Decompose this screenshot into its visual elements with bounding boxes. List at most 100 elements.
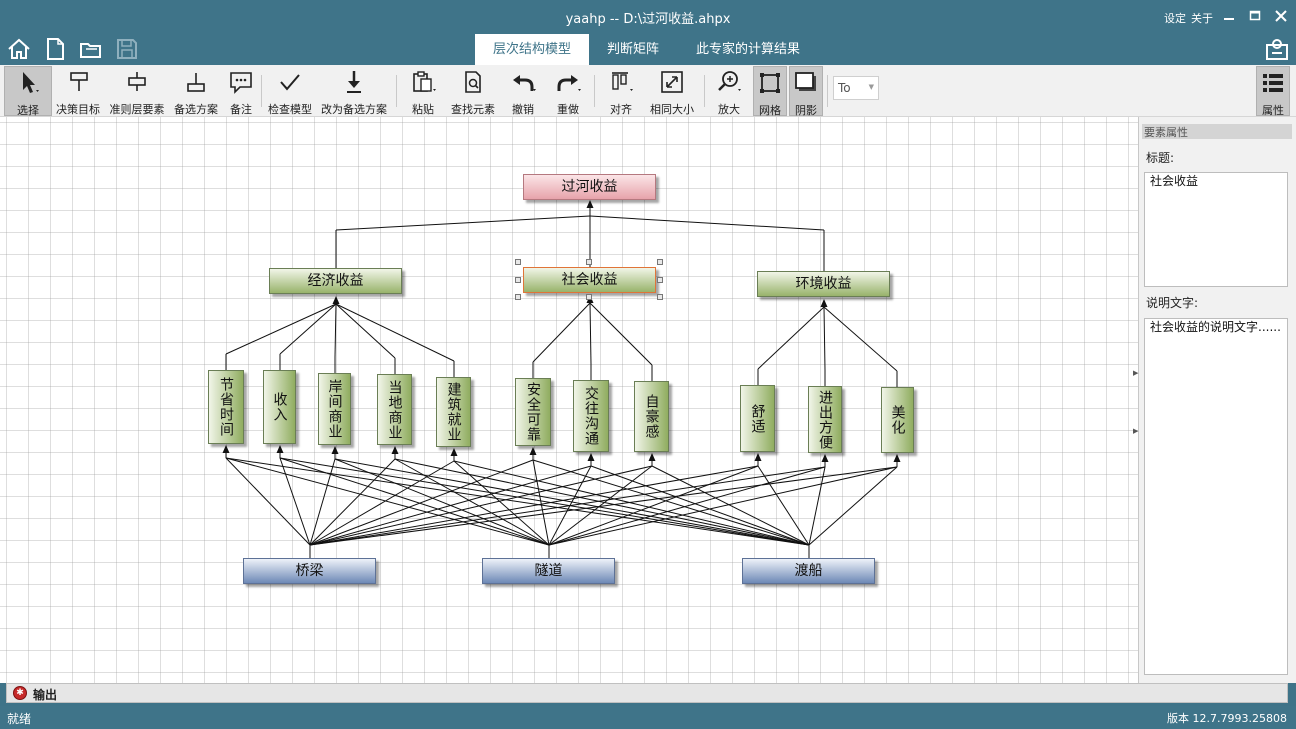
resize-handle[interactable] [657,259,663,265]
resize-handle[interactable] [586,294,592,300]
redo-button[interactable]: 重做 [548,66,588,116]
resize-handle[interactable] [515,259,521,265]
shadow-toggle-label: 阴影 [795,104,817,117]
undo-button[interactable]: 撤销 [503,66,543,116]
arrowhead [450,448,458,456]
nav-row: 层次结构模型 判断矩阵 此专家的计算结果 [0,32,1296,65]
save-button[interactable] [114,36,140,62]
output-bar[interactable]: ✱ 输出 [6,683,1288,703]
alternative-link [279,457,810,546]
subcriterion-node[interactable]: 收入 [263,370,296,444]
badge-icon [1266,39,1288,60]
tab-expert-results[interactable]: 此专家的计算结果 [695,42,800,57]
resize-handle[interactable] [586,259,592,265]
criteria-tool-button[interactable]: 准则层要素 [106,66,168,116]
alternative-link [309,459,534,546]
subcriterion-node[interactable]: 安全可靠 [515,378,551,446]
home-icon [8,38,30,59]
font-combo-value: To [838,81,851,95]
criterion-link [589,302,653,366]
alternative-link [309,465,759,546]
status-bar: 就绪 版本 12.7.7993.25808 [0,706,1296,729]
alternative-node[interactable]: 渡船 [742,558,875,584]
alternative-node[interactable]: 桥梁 [243,558,376,584]
subcriterion-node[interactable]: 建筑就业 [436,377,471,447]
arrowhead [276,445,284,453]
resize-handle[interactable] [515,294,521,300]
paste-button[interactable]: 粘贴 [401,66,445,116]
settings-link[interactable]: 设定 [1164,12,1186,25]
home-button[interactable] [6,36,32,62]
properties-icon [1263,74,1283,92]
convert-alternative-button[interactable]: 改为备选方案 [318,66,390,116]
subcriterion-node[interactable]: 交往沟通 [573,380,609,452]
tab-judgment-matrix[interactable]: 判断矩阵 [606,42,659,57]
subcriterion-node[interactable]: 进出方便 [808,386,842,453]
resize-handle[interactable] [657,294,663,300]
title-label: 标题: [1146,151,1175,165]
comment-icon [230,72,252,94]
alternative-link [532,459,810,546]
expand-arrow-icon[interactable]: ▶ [1133,427,1139,435]
subcriterion-node[interactable]: 美化 [881,387,914,453]
description-field[interactable]: 社会收益的说明文字...... [1144,318,1288,675]
alternative-link [651,465,810,546]
subcriterion-node[interactable]: 当地商业 [377,374,412,445]
criterion-node[interactable]: 环境收益 [757,271,890,297]
open-file-button[interactable] [78,36,104,62]
redo-icon [557,75,581,91]
goal-tool-button[interactable]: 决策目标 [54,66,102,116]
alternative-link [453,460,810,546]
toolbar-separator [704,75,705,107]
new-file-icon [47,38,64,60]
comment-tool-button[interactable]: 备注 [224,66,258,116]
minimize-button[interactable] [1219,6,1239,26]
zoom-in-label: 放大 [718,103,740,116]
model-canvas[interactable]: 过河收益 经济收益 社会收益 环境收益 节省时间 收入 岸间商业 当地商业 建筑… [0,117,1138,683]
find-element-button[interactable]: 查找元素 [448,66,498,116]
grid-toggle-button[interactable]: 网格 [753,66,787,117]
zoom-in-button[interactable]: 放大 [710,66,748,116]
alternative-link [548,465,759,546]
alternative-link [548,465,653,546]
criterion-node-selected[interactable]: 社会收益 [523,267,656,293]
criteria-icon [128,72,146,91]
close-button[interactable] [1271,6,1291,26]
same-size-button[interactable]: 相同大小 [646,66,698,116]
criterion-link [532,302,591,363]
resize-handle[interactable] [657,277,663,283]
alternative-link [279,457,550,546]
toolbar-separator [396,75,397,107]
check-model-button[interactable]: 检查模型 [265,66,315,116]
goal-node[interactable]: 过河收益 [523,174,656,200]
collapse-arrow-icon[interactable]: ▶ [1133,369,1139,377]
properties-toggle-button[interactable]: 属性 [1256,66,1290,117]
alternative-node[interactable]: 隧道 [482,558,615,584]
resize-handle[interactable] [515,277,521,283]
panel-header: 要素属性 [1142,124,1292,139]
tab-hierarchy-model[interactable]: 层次结构模型 [475,34,589,65]
goal-link [589,215,825,231]
toolbar: 选择 决策目标 准则层要素 备选方案 备注 检查模型 改为备选方案 粘贴 查找元… [0,65,1296,117]
criterion-node[interactable]: 经济收益 [269,268,402,294]
font-combo[interactable]: To ▼ [833,76,879,100]
alternative-tool-button[interactable]: 备选方案 [170,66,222,116]
shadow-toggle-button[interactable]: 阴影 [789,66,823,117]
goal-icon [70,72,88,91]
subcriterion-node[interactable]: 舒适 [740,385,775,452]
subcriterion-node[interactable]: 自豪感 [634,381,669,452]
subcriterion-node[interactable]: 节省时间 [208,370,244,444]
zoom-in-icon [718,71,741,91]
subcriterion-node[interactable]: 岸间商业 [318,373,351,445]
check-icon [280,74,300,91]
criterion-link [823,306,898,372]
account-button[interactable] [1264,36,1290,62]
select-tool-button[interactable]: 选择 [4,66,52,117]
new-file-button[interactable] [42,36,68,62]
maximize-button[interactable] [1245,6,1265,26]
title-field[interactable]: 社会收益 [1144,172,1288,287]
properties-panel: ▶ ▶ 要素属性 标题: 社会收益 说明文字: 社会收益的说明文字...... [1133,117,1296,683]
about-link[interactable]: 关于 [1191,12,1213,25]
align-button[interactable]: 对齐 [600,66,642,116]
alternative-tool-label: 备选方案 [174,103,218,116]
